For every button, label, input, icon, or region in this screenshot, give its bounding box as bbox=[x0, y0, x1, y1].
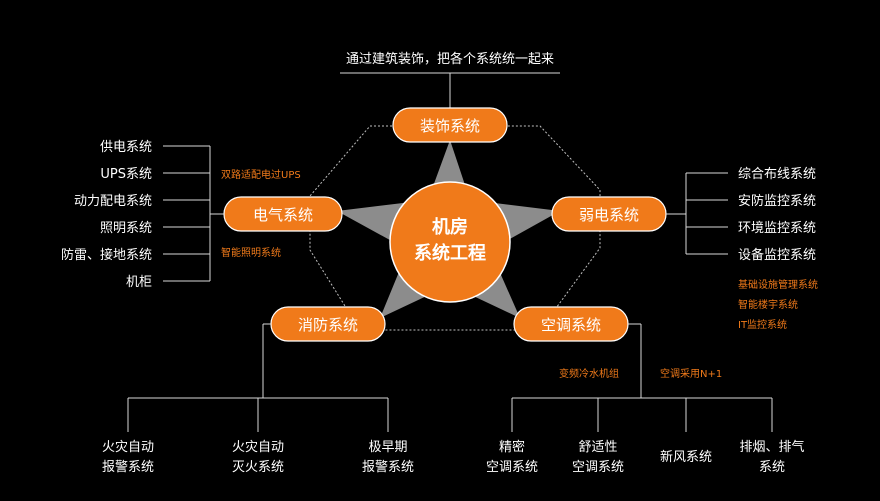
hvac-item-line1: 精密 bbox=[499, 439, 525, 455]
fire-item-line1: 极早期 bbox=[368, 440, 407, 455]
node-fire-label: 消防系统 bbox=[298, 316, 358, 334]
hvac-item-line1: 排烟、排气 bbox=[739, 439, 804, 455]
weak-current-notes: 基础设施管理系统 智能楼宇系统 IT监控系统 bbox=[738, 278, 818, 331]
weak-current-items: 综合布线系统 安防监控系统 环境监控系统 设备监控系统 bbox=[738, 167, 816, 263]
dashed-outline bbox=[309, 125, 601, 331]
node-electrical-label: 电气系统 bbox=[253, 206, 313, 224]
node-weak-current-label: 弱电系统 bbox=[579, 206, 639, 224]
fire-item-line1: 火灾自动 bbox=[232, 439, 284, 455]
electrical-note-lower: 智能照明系统 bbox=[221, 246, 281, 259]
node-weak-current: 弱电系统 bbox=[551, 196, 667, 232]
fire-item-line2: 灭火系统 bbox=[232, 460, 284, 475]
weak-item: 设备监控系统 bbox=[738, 247, 816, 263]
hvac-item-line2: 空调系统 bbox=[486, 460, 538, 475]
electrical-item: UPS系统 bbox=[100, 167, 152, 182]
fire-item-line2: 报警系统 bbox=[102, 459, 154, 475]
hvac-note-right: 空调采用N+1 bbox=[660, 367, 722, 380]
electrical-item: 防雷、接地系统 bbox=[61, 247, 152, 263]
electrical-bracket bbox=[163, 145, 224, 282]
node-electrical: 电气系统 bbox=[223, 196, 343, 232]
node-fire: 消防系统 bbox=[270, 306, 386, 342]
fire-item-line2: 报警系统 bbox=[362, 459, 414, 475]
hvac-item-line1: 舒适性 bbox=[578, 440, 617, 455]
top-caption: 通过建筑装饰，把各个系统统一起来 bbox=[346, 51, 554, 67]
electrical-note-upper: 双路适配电过UPS bbox=[221, 168, 301, 181]
weak-current-bracket bbox=[666, 172, 728, 255]
electrical-item: 供电系统 bbox=[100, 140, 152, 155]
weak-item: 环境监控系统 bbox=[738, 221, 816, 236]
node-hvac-label: 空调系统 bbox=[541, 316, 601, 334]
hvac-item-line2: 空调系统 bbox=[572, 460, 624, 475]
weak-item: 安防监控系统 bbox=[738, 193, 816, 209]
weak-note: 基础设施管理系统 bbox=[738, 278, 818, 291]
electrical-item: 动力配电系统 bbox=[74, 194, 152, 209]
hvac-item-line1: 新风系统 bbox=[660, 449, 712, 465]
weak-note: IT监控系统 bbox=[738, 318, 787, 331]
hvac-tree bbox=[511, 323, 773, 432]
hvac-items: 精密 空调系统 舒适性 空调系统 新风系统 排烟、排气 系统 bbox=[486, 439, 805, 475]
electrical-item: 机柜 bbox=[126, 275, 152, 290]
node-decoration-label: 装饰系统 bbox=[420, 117, 480, 135]
hvac-item-line2: 系统 bbox=[759, 460, 785, 475]
hvac-note-left: 变频冷水机组 bbox=[559, 367, 619, 380]
node-hvac: 空调系统 bbox=[513, 306, 629, 342]
electrical-item: 照明系统 bbox=[100, 221, 152, 236]
fire-tree bbox=[127, 323, 389, 432]
weak-note: 智能楼宇系统 bbox=[738, 298, 798, 311]
fire-items: 火灾自动 报警系统 火灾自动 灭火系统 极早期 报警系统 bbox=[102, 439, 414, 475]
weak-item: 综合布线系统 bbox=[738, 167, 816, 182]
center-title-line1: 机房 bbox=[432, 216, 468, 238]
electrical-items: 供电系统 UPS系统 动力配电系统 照明系统 防雷、接地系统 机柜 bbox=[61, 140, 152, 290]
center-circle bbox=[389, 181, 511, 303]
fire-item-line1: 火灾自动 bbox=[102, 439, 154, 455]
node-decoration: 装饰系统 bbox=[392, 107, 508, 143]
center-title-line2: 系统工程 bbox=[414, 242, 486, 264]
